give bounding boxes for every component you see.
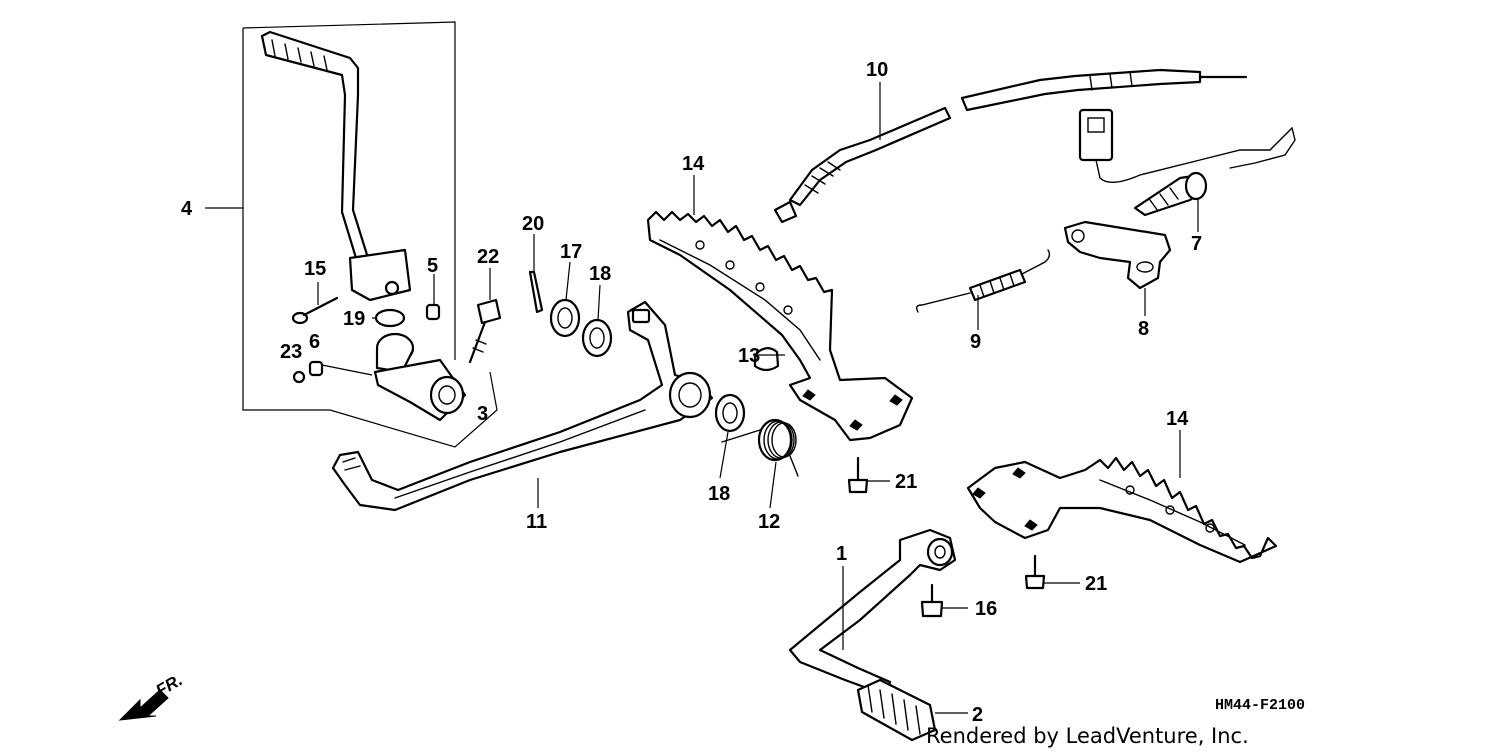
callout-8: 8 [1138, 318, 1149, 340]
callout-14-lower: 14 [1166, 408, 1189, 430]
callout-4: 4 [181, 198, 193, 220]
callout-9: 9 [970, 331, 981, 353]
set-screw-5 [425, 303, 441, 321]
bolt-16 [920, 583, 944, 618]
callout-labels: 1 2 3 4 5 6 7 8 9 10 11 12 13 14 14 15 1… [181, 59, 1202, 726]
callout-15: 15 [304, 258, 326, 280]
callout-7: 7 [1191, 233, 1202, 255]
cotter-pin-20 [528, 270, 544, 314]
diagram-code: HM44-F2100 [1215, 697, 1305, 714]
shift-rubber-2 [856, 678, 937, 742]
kickstarter-spindle [373, 332, 467, 422]
callout-16: 16 [975, 598, 997, 620]
kickstarter-group-bracket [205, 21, 498, 448]
callout-2: 2 [972, 704, 983, 726]
callout-5: 5 [427, 255, 438, 277]
callout-11: 11 [526, 511, 547, 533]
callout-13: 13 [738, 345, 760, 367]
bolt-21-lower [1024, 554, 1046, 590]
callout-21-upper: 21 [895, 471, 917, 493]
callout-14-upper: 14 [682, 153, 705, 175]
callout-23: 23 [280, 341, 302, 363]
brake-pedal [331, 300, 714, 512]
callout-1: 1 [836, 543, 847, 565]
washer-18-lower [714, 393, 746, 433]
callout-21-lower: 21 [1085, 573, 1107, 595]
callout-20: 20 [522, 213, 544, 235]
rubber-13 [753, 347, 780, 372]
set-screw-6 [308, 360, 324, 377]
callout-18-upper: 18 [589, 263, 611, 285]
bolt-22 [468, 298, 502, 364]
washer-18-top [581, 318, 613, 358]
callout-3: 3 [477, 403, 488, 425]
callout-17: 17 [560, 241, 582, 263]
footpeg-lower [966, 456, 1278, 564]
screw-15 [291, 296, 339, 325]
kickstarter-arm [260, 30, 412, 302]
ball-23 [292, 370, 306, 384]
callout-10: 10 [866, 59, 888, 81]
front-direction-arrow-icon: FR. [118, 670, 186, 721]
o-ring-19 [374, 308, 406, 328]
brake-cable-10 [773, 68, 1248, 224]
washer-17 [549, 298, 581, 338]
credit-text: Rendered by LeadVenture, Inc. [926, 724, 1249, 748]
callout-22: 22 [477, 246, 499, 268]
callout-6: 6 [309, 331, 320, 353]
callout-12: 12 [758, 511, 780, 533]
leader-lines [317, 82, 1199, 714]
footpeg-upper [646, 210, 914, 442]
callout-19: 19 [343, 308, 365, 330]
brake-switch-7 [1078, 108, 1296, 217]
callout-18-lower: 18 [708, 483, 730, 505]
return-spring-9 [915, 249, 1051, 313]
bolt-21-upper [847, 456, 869, 494]
gearshift-pedal [788, 528, 957, 697]
torsion-spring-12 [721, 418, 799, 477]
switch-stay-8 [1063, 220, 1172, 290]
